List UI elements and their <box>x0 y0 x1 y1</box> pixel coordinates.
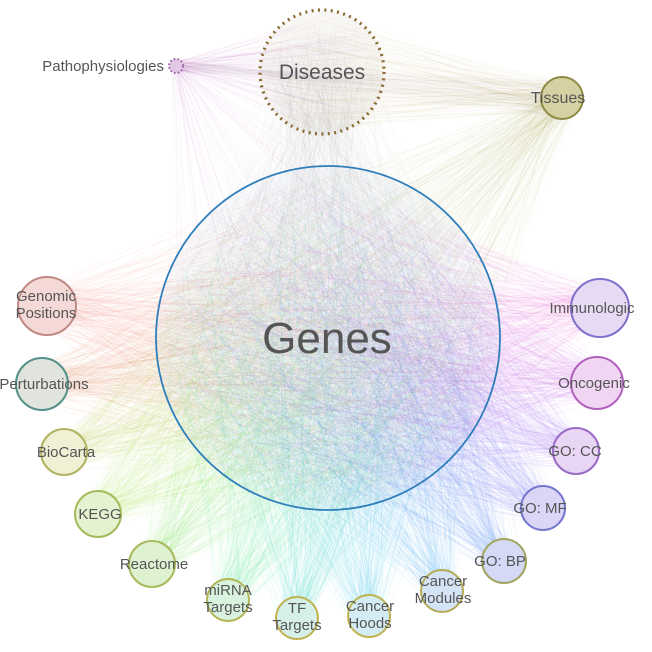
edge-bundle-tf-targets-genes <box>163 177 493 635</box>
node-tissues[interactable] <box>540 76 584 120</box>
node-label-pathophysiologies: Pathophysiologies <box>42 58 164 75</box>
node-label-reactome: Reactome <box>120 556 188 573</box>
edge-bundle-biocarta-genes <box>44 176 491 481</box>
node-genes[interactable] <box>155 165 501 511</box>
label-layer: Genes Pathophysiologies DiseasesTissuesGen… <box>0 58 635 634</box>
node-label-genes: Genes <box>262 314 392 363</box>
node-oncogenic[interactable] <box>570 356 624 410</box>
node-tf-targets[interactable] <box>275 596 319 640</box>
edge-bundle-mirna-targets-genes <box>164 175 491 618</box>
node-label-oncogenic: Oncogenic <box>558 375 630 392</box>
node-perturbations[interactable] <box>15 357 69 411</box>
node-label-kegg: KEGG <box>78 506 121 523</box>
edge-bundle-go-mf-genes <box>172 181 561 527</box>
edge-bundle-kegg-genes <box>79 172 490 533</box>
node-diseases[interactable] <box>258 8 386 136</box>
edge-bundle-reactome-genes <box>132 173 486 583</box>
node-underlay-diseases <box>260 10 384 134</box>
edge-bundle-cancer-hoods-genes <box>161 171 489 634</box>
node-label-perturbations: Perturbations <box>0 376 89 393</box>
node-kegg[interactable] <box>74 490 122 538</box>
edge-bundle-pathophysiologies-diseases <box>170 17 382 131</box>
node-label-biocarta: BioCarta <box>37 444 96 461</box>
edge-layer <box>21 13 624 635</box>
node-layer <box>15 8 630 640</box>
node-go-cc[interactable] <box>552 427 600 475</box>
node-genomic-positions[interactable] <box>17 276 77 336</box>
node-go-mf[interactable] <box>520 485 566 531</box>
node-biocarta[interactable] <box>40 428 88 476</box>
node-label-go-mf: GO: MF <box>513 500 566 517</box>
node-label-go-bp: GO: BP <box>474 553 526 570</box>
node-reactome[interactable] <box>128 540 176 588</box>
node-label-tissues: Tissues <box>531 90 586 107</box>
edge-bundle-tissues-genes <box>162 80 581 498</box>
node-go-bp[interactable] <box>481 538 527 584</box>
node-label-diseases: Diseases <box>279 61 365 84</box>
background-layer <box>260 10 384 134</box>
node-cancer-modules[interactable] <box>420 569 464 613</box>
edge-bundle-perturbations-genes <box>21 183 489 504</box>
node-label-go-cc: GO: CC <box>548 443 602 460</box>
node-pathophysiologies[interactable] <box>168 58 184 74</box>
node-immunologic[interactable] <box>570 278 630 338</box>
edge-bundle-cancer-modules-genes <box>166 175 486 609</box>
edge-bundle-tissues-diseases <box>265 13 579 130</box>
node-mirna-targets[interactable] <box>206 578 250 622</box>
edge-bundle-go-bp-genes <box>164 178 523 580</box>
edge-bundle-pathophysiologies-genes <box>168 60 477 502</box>
edge-bundle-genomic-positions-genes <box>22 180 489 503</box>
edge-bundle-oncogenic-genes <box>169 174 618 505</box>
node-label-immunologic: Immunologic <box>549 300 635 317</box>
node-cancer-hoods[interactable] <box>347 594 391 638</box>
edge-bundle-go-cc-genes <box>172 184 595 502</box>
